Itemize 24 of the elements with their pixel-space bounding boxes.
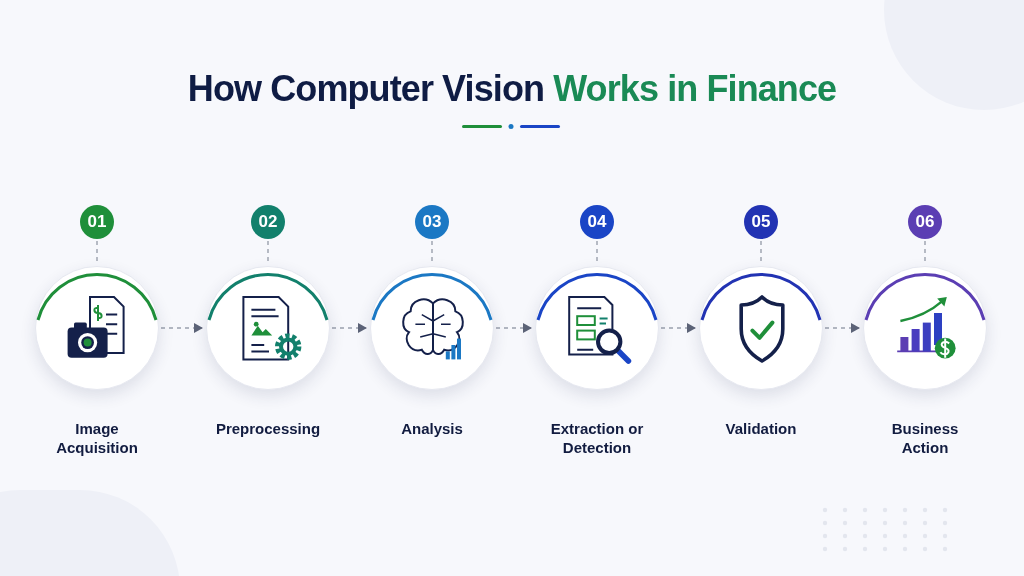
step-number-badge: 01 [80,205,114,239]
step-label: Analysis [401,419,463,438]
step-label: Image Acquisition [55,419,139,457]
arrow [824,323,860,333]
step-number-badge: 05 [744,205,778,239]
connector-line [267,240,269,263]
connector-line [431,240,433,263]
step-label: Validation [725,419,797,438]
connector-line [96,240,98,263]
step-label: Preprocessing [215,419,321,438]
connector-line [596,240,598,263]
step-number-badge: 06 [908,205,942,239]
connector-line [760,240,762,263]
arrow [660,323,696,333]
step-number-badge: 03 [415,205,449,239]
step-label: Business Action [890,419,960,457]
arrow [495,323,532,333]
step-number-badge: 02 [251,205,285,239]
step-number-badge: 04 [580,205,614,239]
connector-line [924,240,926,263]
arrow [160,323,203,333]
title: How Computer Vision Works in Finance [187,67,837,111]
step-label: Extraction or Detection [549,419,645,457]
arrow [331,323,367,333]
